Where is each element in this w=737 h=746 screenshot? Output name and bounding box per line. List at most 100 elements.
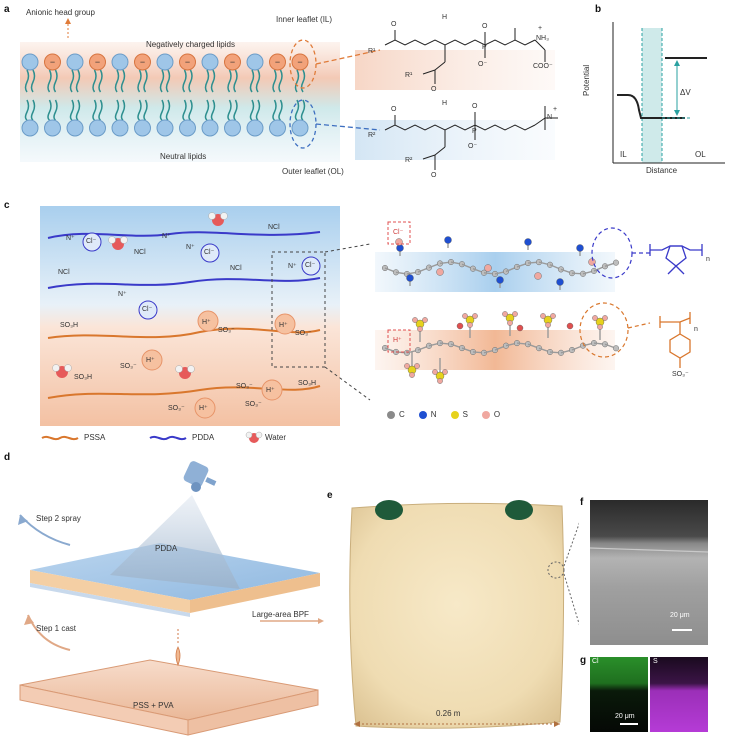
zoom-circle — [547, 561, 565, 579]
lipid-tail — [143, 69, 148, 93]
oxygen-atom — [437, 378, 443, 384]
atom-legend-n: N — [418, 410, 437, 419]
sem-image — [590, 500, 708, 645]
lipid-tail — [24, 69, 30, 93]
so3h-label-1: SO₃H — [60, 322, 79, 329]
outer-leaflet-lipids — [21, 99, 309, 137]
lipid-tail — [278, 99, 283, 121]
carbon-atom — [448, 341, 455, 348]
pdda-legend-line — [149, 435, 187, 441]
p-label: P — [482, 44, 487, 51]
chloride-highlight — [387, 221, 411, 245]
fabrication-schematic — [18, 461, 324, 736]
ncl-label-3: NCl — [58, 269, 70, 276]
oxygen-atom — [550, 313, 556, 319]
negative-lipid-head — [134, 53, 151, 71]
oxygen-atom — [602, 315, 608, 321]
panel-letter-a: a — [4, 4, 10, 15]
lipid-tail — [92, 69, 97, 93]
neutral-lipid-head — [66, 119, 84, 137]
nitrogen-atom — [576, 244, 584, 252]
so3h-label-3: SO₃H — [298, 380, 317, 387]
lipid-tail — [53, 69, 58, 93]
chem-top-background — [355, 50, 555, 90]
lipid-tail — [98, 99, 103, 121]
lipid-tail — [53, 99, 58, 121]
neutral-lipid-head — [21, 53, 39, 71]
lipid-tail — [294, 99, 300, 121]
large-area-label: Large-area BPF — [252, 610, 309, 619]
water-legend-label: Water — [265, 433, 287, 442]
lipid-tail — [159, 69, 165, 93]
oxygen-atom — [417, 326, 423, 332]
large-area-film-photo — [334, 490, 579, 740]
lipid-tail — [300, 69, 306, 93]
panel-letter-e: e — [327, 490, 333, 501]
lipid-tail — [188, 99, 193, 121]
pssa-unit-highlight — [579, 302, 629, 358]
spray-cone — [110, 495, 240, 589]
carbon-atom — [525, 341, 532, 348]
lipid-tail — [188, 69, 193, 93]
negative-charge-label: − — [140, 57, 145, 67]
carbon-atom — [470, 265, 477, 272]
atom-legend-o: O — [481, 410, 501, 419]
lipid-tail — [227, 99, 232, 121]
nitrogen-atom — [444, 236, 452, 244]
spray-nozzle-icon — [183, 461, 217, 492]
proton-atom — [456, 322, 464, 330]
neutral-lipid-head — [179, 119, 196, 137]
lipid-tail — [120, 69, 126, 93]
sulfur-label: S — [462, 410, 468, 419]
carbon-atom — [503, 268, 510, 275]
lipid-tail — [300, 99, 306, 121]
lipid-tail — [165, 99, 171, 121]
cl-label-3: Cl⁻ — [142, 306, 153, 313]
neutral-lipid-head — [291, 119, 309, 137]
chlorine-map-label: Cl — [592, 658, 599, 665]
pssa-n-subscript: n — [694, 326, 698, 333]
lipid-tail — [227, 69, 232, 93]
water-molecules — [52, 212, 228, 379]
lipid-tail — [204, 99, 210, 121]
pssa-chain-2 — [47, 385, 321, 399]
negative-charge-label: − — [50, 57, 55, 67]
negative-lipid-head — [224, 53, 241, 71]
so3-label-2: SO₃⁻ — [295, 330, 312, 337]
eds-maps — [590, 657, 708, 732]
chloride-ions — [82, 232, 321, 320]
r2-label-2: R² — [405, 157, 413, 164]
negative-lipid-head — [269, 53, 286, 71]
negative-charge-label: − — [297, 57, 302, 67]
o-label-3: O — [482, 23, 488, 30]
oxygen-label: O — [493, 410, 501, 419]
so3h-label-2: SO₃H — [74, 374, 93, 381]
lipid-tail — [47, 99, 52, 121]
chem-bottom-background — [355, 120, 555, 160]
cl-label-4: Cl⁻ — [305, 262, 316, 269]
step2-label: Step 2 spray — [36, 514, 81, 523]
pdda-spray-label: PDDA — [155, 544, 178, 553]
lipid-tail — [272, 69, 277, 93]
sem-cross-section — [590, 500, 708, 645]
potential-axis-label: Potential — [582, 64, 591, 96]
green-clip-right — [505, 500, 533, 520]
so3-label-1: SO₃⁻ — [218, 327, 235, 334]
nitrogen-atom — [496, 276, 504, 284]
step1-label: Step 1 cast — [36, 624, 77, 633]
chloride-atom — [534, 272, 542, 280]
so3-label-3: SO₃⁻ — [120, 363, 137, 370]
panel-letter-f: f — [580, 497, 584, 508]
h-label-2: H — [442, 100, 448, 107]
lipid-tail — [30, 69, 36, 93]
oxygen-atom — [414, 363, 420, 369]
h-plus-label-1: H⁺ — [202, 319, 211, 326]
r1-label: R¹ — [368, 48, 376, 55]
lipid-tail — [137, 69, 142, 93]
membrane-schematic: −−−−−−− — [20, 18, 558, 170]
proton-highlight — [387, 329, 411, 353]
so3-label-4: SO₃⁻ — [236, 383, 253, 390]
lipid-tail — [143, 99, 148, 121]
atom-legend-s: S — [450, 410, 468, 419]
interface-line — [590, 547, 708, 553]
